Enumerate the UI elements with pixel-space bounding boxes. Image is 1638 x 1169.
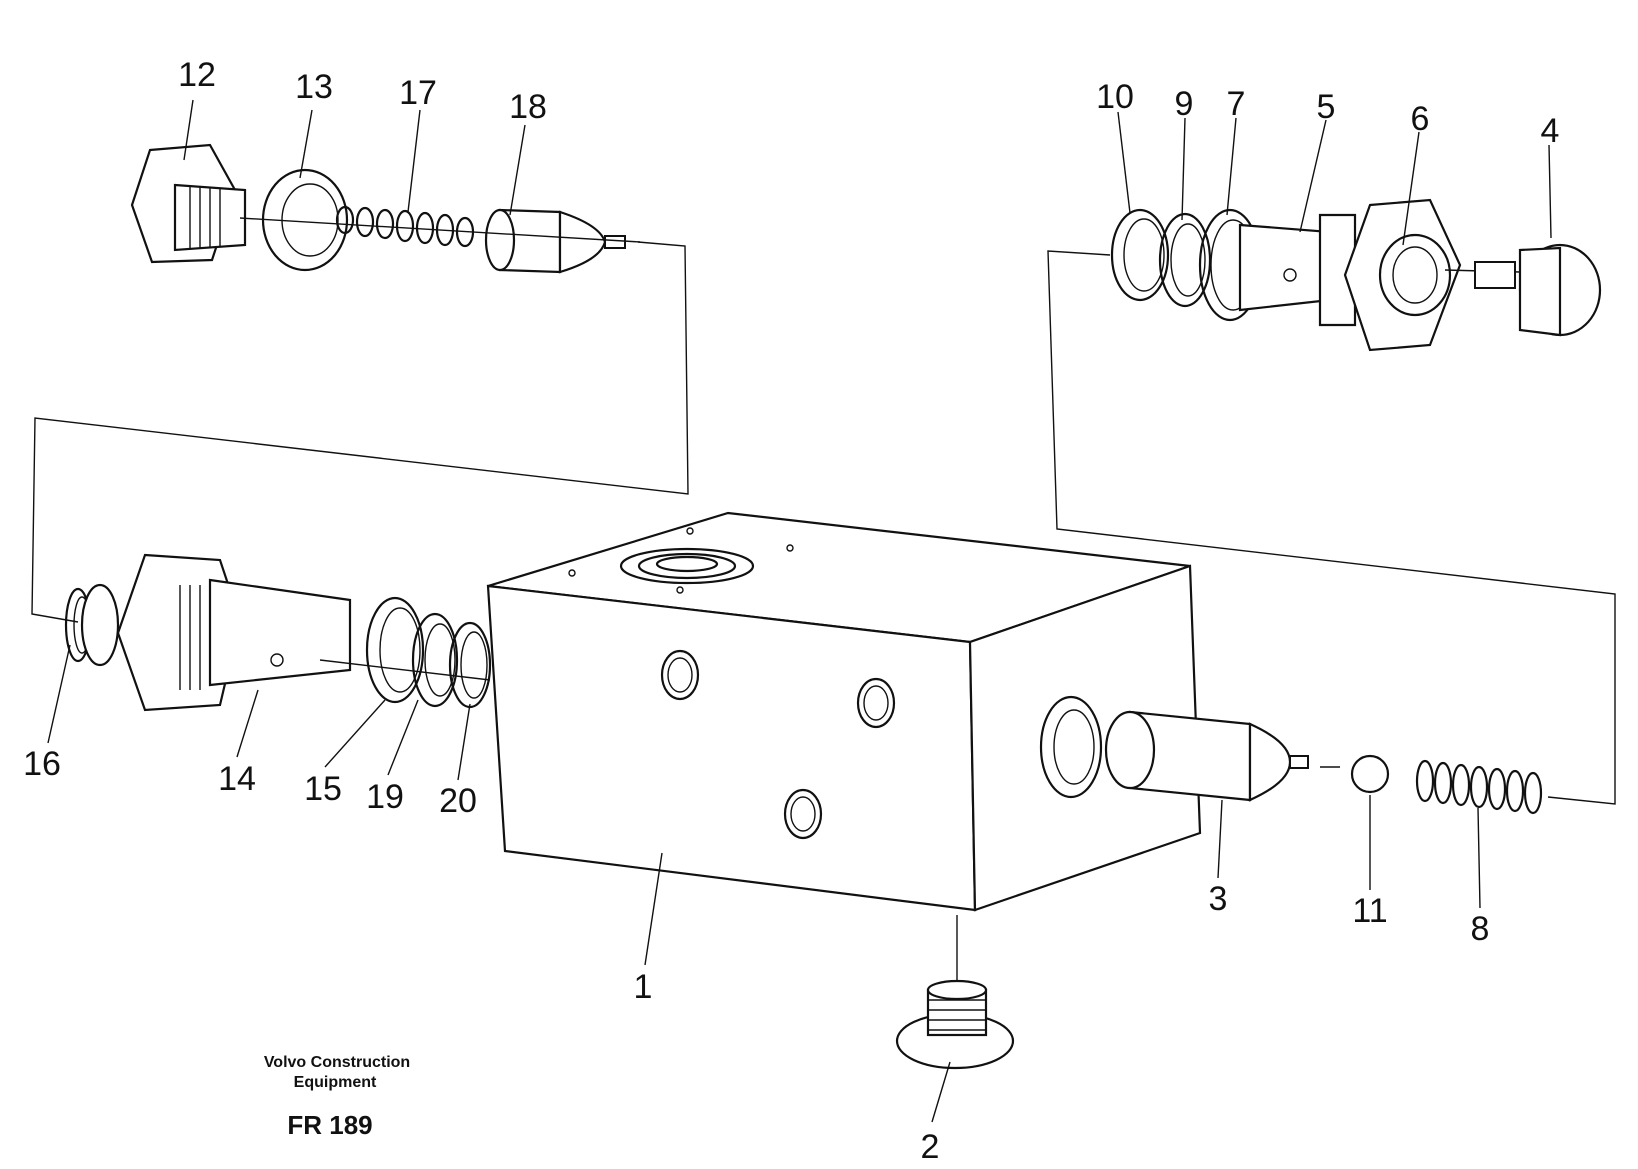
callout-14: 14 [218, 760, 256, 798]
callout-8: 8 [1471, 910, 1490, 948]
callout-9: 9 [1175, 85, 1194, 123]
callout-18: 18 [509, 88, 547, 126]
callout-2: 2 [921, 1128, 940, 1166]
callout-labels: 1 2 3 4 5 6 7 8 9 10 11 12 13 14 15 16 1… [23, 56, 1559, 1166]
right-upper-assembly [1110, 198, 1602, 352]
callout-17: 17 [399, 74, 437, 112]
ball-part-11 [1350, 754, 1390, 794]
plug-part-2 [895, 915, 1015, 1070]
callout-11: 11 [1352, 892, 1387, 930]
callout-19: 19 [366, 778, 404, 816]
callout-15: 15 [304, 770, 342, 808]
callout-4: 4 [1541, 112, 1560, 150]
leader-lines [47, 99, 1552, 1123]
left-upper-assembly [130, 143, 641, 274]
callout-7: 7 [1227, 85, 1246, 123]
left-lower-assembly [64, 553, 492, 712]
valve-body [486, 511, 1202, 912]
right-guide-plane [1047, 250, 1616, 805]
callout-12: 12 [178, 56, 216, 94]
figure-code: FR 189 [287, 1110, 372, 1140]
callout-1: 1 [634, 968, 653, 1006]
company-name-line2: Equipment [294, 1074, 377, 1091]
callout-13: 13 [295, 68, 333, 106]
company-name-line1: Volvo Construction [264, 1054, 410, 1071]
callout-20: 20 [439, 782, 477, 820]
spring-part-8 [1415, 759, 1543, 815]
left-guide-plane [31, 241, 689, 623]
callout-6: 6 [1411, 100, 1430, 138]
callout-5: 5 [1317, 88, 1336, 126]
figure-caption: Volvo Construction Equipment FR 189 [264, 1054, 410, 1140]
callout-3: 3 [1209, 880, 1228, 918]
callout-16: 16 [23, 745, 61, 783]
spool-part-3 [1104, 710, 1340, 802]
callout-10: 10 [1096, 78, 1134, 116]
